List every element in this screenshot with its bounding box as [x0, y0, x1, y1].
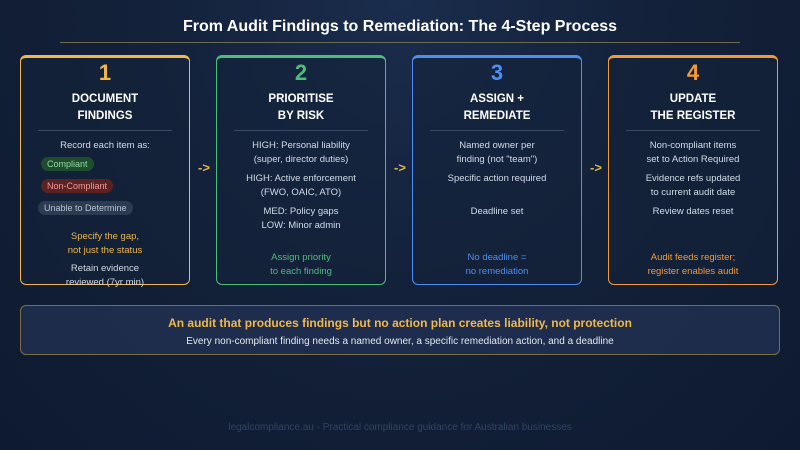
step-card-document-findings: 1 DOCUMENT FINDINGS Record each item as:…	[20, 55, 190, 288]
register-line: to current audit date	[650, 187, 736, 198]
action-line: finding (not "team")	[456, 154, 538, 165]
register-line: Review dates reset	[652, 206, 734, 217]
step-note: to each finding	[270, 266, 332, 277]
banner-subtext: Every non-compliant finding needs a name…	[186, 336, 614, 347]
step-number: 1	[98, 60, 112, 85]
page-title: From Audit Findings to Remediation: The …	[182, 18, 618, 35]
step-note: register enables audit	[647, 266, 739, 277]
step-title: UPDATE THE REGISTER	[609, 91, 777, 125]
step-note: No deadline =	[467, 252, 527, 263]
risk-line: (FWO, OAIC, ATO)	[260, 187, 342, 198]
step-title-line: DOCUMENT	[71, 93, 139, 105]
step-note: Assign priority	[271, 252, 331, 263]
step-title: PRIORITISE BY RISK	[217, 91, 385, 125]
step-title-line: PRIORITISE	[268, 93, 334, 105]
step-extra: Retain evidence	[70, 263, 140, 274]
step-title: DOCUMENT FINDINGS	[21, 91, 189, 125]
step-extra: reviewed (7yr min)	[65, 277, 145, 288]
action-line: Named owner per	[459, 140, 535, 151]
register-line: Evidence refs updated	[645, 173, 741, 184]
step-card-prioritise-by-risk: 2 PRIORITISE BY RISK HIGH: Personal liab…	[216, 55, 386, 285]
title-divider	[60, 42, 740, 43]
step-intro: Record each item as:	[60, 140, 150, 151]
step-card-assign-remediate: 3 ASSIGN + REMEDIATE Named owner per fin…	[412, 55, 582, 285]
action-line: Deadline set	[470, 206, 524, 217]
register-line: Non-compliant items	[649, 140, 737, 151]
footer-credit: legalcompliance.au - Practical complianc…	[228, 422, 572, 433]
step-note: not just the status	[67, 245, 143, 256]
risk-line: MED: Policy gaps	[263, 206, 339, 217]
step-note: Specify the gap,	[70, 231, 140, 242]
status-badge-non-compliant: Non-Compliant	[41, 179, 114, 193]
step-divider	[626, 130, 760, 131]
register-line: set to Action Required	[646, 154, 740, 165]
step-note: no remediation	[465, 266, 529, 277]
step-divider	[38, 130, 172, 131]
step-title-line: ASSIGN +	[469, 93, 524, 105]
arrow-2-to-3: ->	[394, 160, 406, 175]
step-card-update-register: 4 UPDATE THE REGISTER Non-compliant item…	[608, 55, 778, 285]
arrow-3-to-4: ->	[590, 160, 602, 175]
step-divider	[234, 130, 368, 131]
step-title-line: FINDINGS	[77, 110, 133, 122]
callout-banner: An audit that produces findings but no a…	[20, 305, 780, 355]
status-badge-unable-to-determine: Unable to Determine	[38, 201, 133, 215]
step-divider	[430, 130, 564, 131]
step-number: 3	[490, 60, 504, 85]
action-line: Specific action required	[447, 173, 547, 184]
banner-headline: An audit that produces findings but no a…	[168, 316, 632, 330]
step-title-line: UPDATE	[669, 93, 717, 105]
risk-line: HIGH: Active enforcement	[246, 173, 356, 184]
status-badge-compliant: Compliant	[41, 157, 94, 171]
step-number: 4	[686, 60, 700, 85]
step-title-line: REMEDIATE	[463, 110, 531, 122]
step-number: 2	[294, 60, 308, 85]
risk-line: (super, director duties)	[253, 154, 349, 165]
risk-line: LOW: Minor admin	[261, 220, 341, 231]
step-note: Audit feeds register;	[650, 252, 736, 263]
risk-line: HIGH: Personal liability	[252, 140, 350, 151]
step-title-line: THE REGISTER	[650, 110, 736, 122]
step-title: ASSIGN + REMEDIATE	[413, 91, 581, 125]
step-title-line: BY RISK	[277, 110, 325, 122]
arrow-1-to-2: ->	[198, 160, 210, 175]
